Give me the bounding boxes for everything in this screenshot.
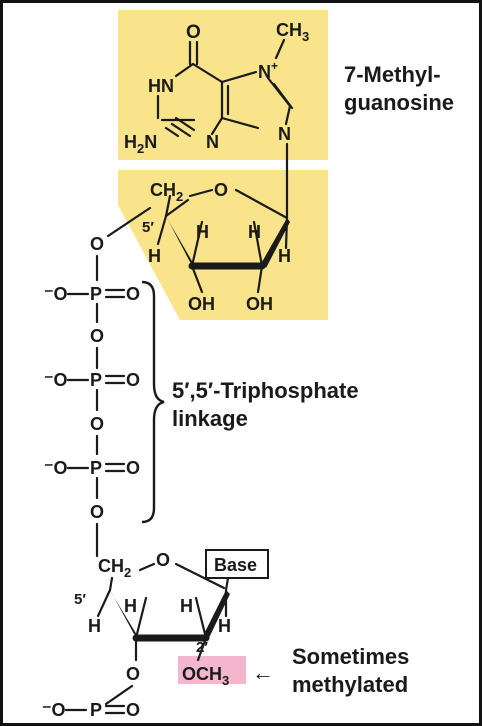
linkage-brace: [141, 280, 165, 524]
nuc-phosphate: P: [90, 700, 102, 720]
n7-nitrogen: N+: [258, 59, 278, 82]
phosphate-2: P: [90, 370, 102, 390]
phosphate-3: P: [90, 458, 102, 478]
carbonyl-oxygen: O: [186, 22, 201, 43]
nuc-ring-oxygen: O: [156, 550, 170, 570]
nuc-phosphate-anion: ⁻O: [42, 700, 66, 720]
cap-ribose: CH2 O 5′ H H H H OH OH: [106, 180, 291, 314]
amino-group: H2N: [124, 132, 157, 156]
phosphate-1-oxo: O: [126, 284, 140, 304]
n7-methyl: CH3: [276, 20, 309, 44]
cap-h-c4: H: [148, 246, 161, 266]
nuc-2prime: 2′: [196, 639, 208, 656]
nuc-5prime: 5′: [74, 591, 86, 608]
guanine-base: O CH3 HN N+ H2N N N: [124, 20, 309, 156]
bridge-oxygen-2: O: [90, 414, 104, 434]
cap-2-hydroxyl: OH: [246, 294, 273, 314]
methylation-label-line2: methylated: [292, 672, 408, 697]
phosphate-2-oxo: O: [126, 370, 140, 390]
oxygen-top: O: [90, 234, 104, 254]
first-nucleotide: CH2 O Base 5′ H H H H 2′ O OCH3 ⁻O P O: [42, 549, 269, 720]
methoxy-group: OCH3: [182, 664, 229, 688]
bridge-oxygen-1: O: [90, 326, 104, 346]
nuc-h-c2: H: [180, 596, 193, 616]
cap-5prime: 5′: [142, 219, 154, 236]
methylation-arrow: ←: [252, 660, 274, 685]
ribose-highlight: [118, 170, 328, 320]
nuc-h-c4: H: [88, 616, 101, 636]
phosphate-3-oxo: O: [126, 458, 140, 478]
cap-label-line1: 7-Methyl-: [344, 62, 441, 87]
methylation-label-line1: Sometimes: [292, 644, 409, 669]
linkage-label-line1: 5′,5′-Triphosphate: [172, 378, 359, 403]
nuc-ch2: CH2: [98, 556, 131, 580]
base-box: [205, 549, 269, 579]
nuc-h-c1: H: [218, 616, 231, 636]
cap-h-c3: H: [196, 222, 209, 242]
n9-nitrogen: N: [278, 124, 291, 144]
cap-h-c1: H: [278, 246, 291, 266]
nuc-phosphate-oxo: O: [126, 700, 140, 720]
phosphate-1-anion: ⁻O: [44, 284, 68, 304]
cap-3-hydroxyl: OH: [188, 294, 215, 314]
cap-ch2: CH2: [150, 180, 183, 204]
phosphate-3-anion: ⁻O: [44, 458, 68, 478]
base-label: Base: [214, 555, 257, 575]
cap-h-c2: H: [248, 222, 261, 242]
nuc-3-oxygen: O: [126, 664, 140, 684]
n3-nitrogen: N: [206, 132, 219, 152]
triphosphate-chain: O ⁻O P O O ⁻O P O O ⁻O P O O: [44, 234, 140, 558]
cap-ring-oxygen: O: [214, 180, 228, 200]
methyl-highlight: [178, 656, 246, 684]
phosphate-2-anion: ⁻O: [44, 370, 68, 390]
cap-label-line2: guanosine: [344, 90, 454, 115]
n1-hn: HN: [148, 76, 174, 96]
linkage-label-line2: linkage: [172, 406, 248, 431]
nuc-h-c3: H: [124, 596, 137, 616]
phosphate-1: P: [90, 284, 102, 304]
oxygen-bottom: O: [90, 502, 104, 522]
